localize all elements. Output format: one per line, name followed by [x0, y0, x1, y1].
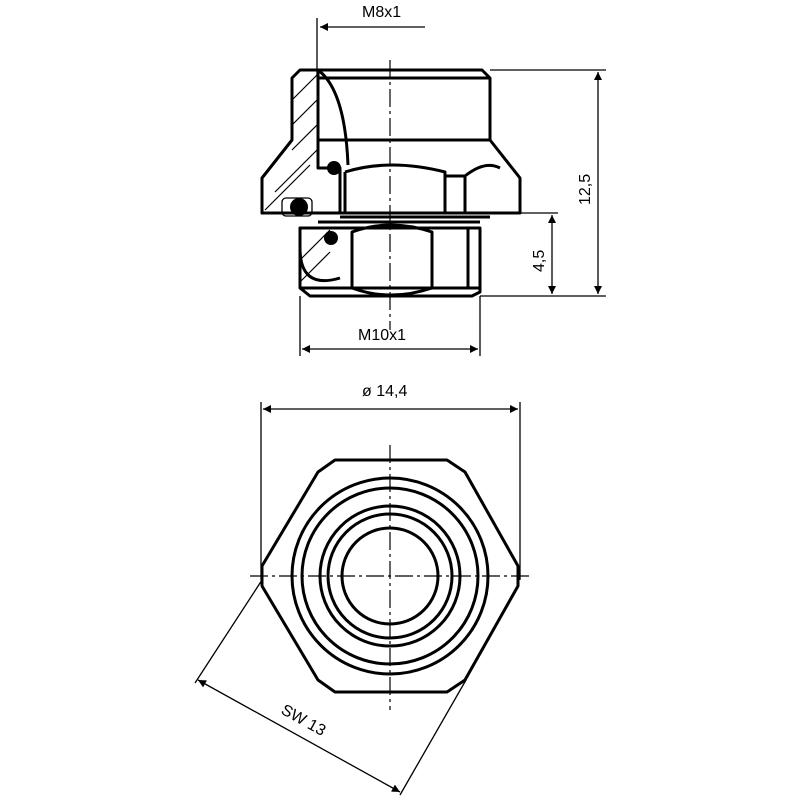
label-wrench-size: SW 13 — [278, 702, 328, 740]
label-thread-top: M8x1 — [362, 4, 401, 21]
label-lower-height: 4,5 — [531, 250, 548, 272]
label-total-height: 12,5 — [577, 174, 594, 205]
section-hatching — [264, 73, 331, 283]
side-section-view — [260, 60, 522, 330]
top-view: ø 14,4 SW 13 — [194, 383, 532, 796]
dimension-lower-height: 4,5 — [520, 212, 558, 294]
dimension-m10x1: M10x1 — [299, 296, 481, 356]
concentric-circles — [290, 476, 490, 676]
o-ring-seals — [281, 161, 341, 245]
label-thread-bottom: M10x1 — [358, 327, 406, 344]
dimension-diameter: ø 14,4 — [260, 383, 521, 580]
dimension-total-height: 12,5 — [480, 69, 606, 297]
label-diameter: ø 14,4 — [362, 383, 407, 400]
dimension-m8x1: M8x1 — [316, 4, 425, 75]
hexagon-outline — [260, 458, 520, 694]
